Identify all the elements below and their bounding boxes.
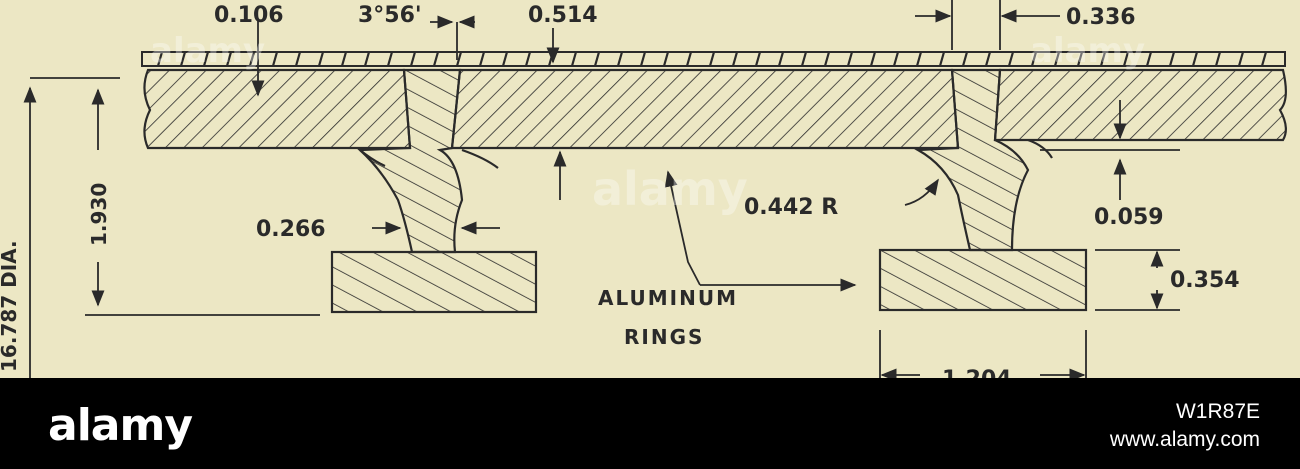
- dim-height: 1.930: [87, 183, 111, 246]
- dimension-lines: [23, 0, 1180, 378]
- watermark-center: alamy: [592, 162, 748, 216]
- right-ring-frame: [878, 68, 1088, 312]
- dim-0059: 0.059: [1094, 205, 1164, 230]
- skin-strip: [141, 51, 1286, 67]
- dim-0514: 0.514: [528, 3, 598, 28]
- dim-angle: 3°56': [358, 3, 422, 28]
- shell-blocks: [143, 68, 1287, 150]
- image-code: W1R87E: [1175, 400, 1260, 423]
- watermark: alamy alamy alamy: [150, 31, 1145, 216]
- material-label-line2: RINGS: [624, 325, 704, 349]
- image-info: W1R87E www.alamy.com: [1110, 398, 1260, 454]
- alamy-footer-bar: alamy W1R87E www.alamy.com: [0, 378, 1300, 469]
- watermark-top-right: alamy: [1030, 31, 1145, 71]
- dim-0336: 0.336: [1066, 5, 1136, 30]
- cross-section-drawing: 0.106 3°56' 0.514 0.336 16.787 DIA. 1.93…: [0, 0, 1300, 378]
- material-label-line1: ALUMINUM: [598, 286, 738, 310]
- dimension-labels: 0.106 3°56' 0.514 0.336 16.787 DIA. 1.93…: [0, 3, 1240, 378]
- site-url: www.alamy.com: [1109, 428, 1260, 451]
- dim-1204: 1.204: [942, 367, 1012, 378]
- alamy-logo: alamy: [48, 400, 193, 451]
- watermark-top-left: alamy: [150, 31, 265, 71]
- dim-0354: 0.354: [1170, 268, 1240, 293]
- left-ring-frame: [330, 68, 538, 314]
- dim-diameter: 16.787 DIA.: [0, 240, 21, 372]
- dim-0266: 0.266: [256, 217, 326, 242]
- dim-radius: 0.442 R: [744, 195, 838, 220]
- dim-0106: 0.106: [214, 3, 284, 28]
